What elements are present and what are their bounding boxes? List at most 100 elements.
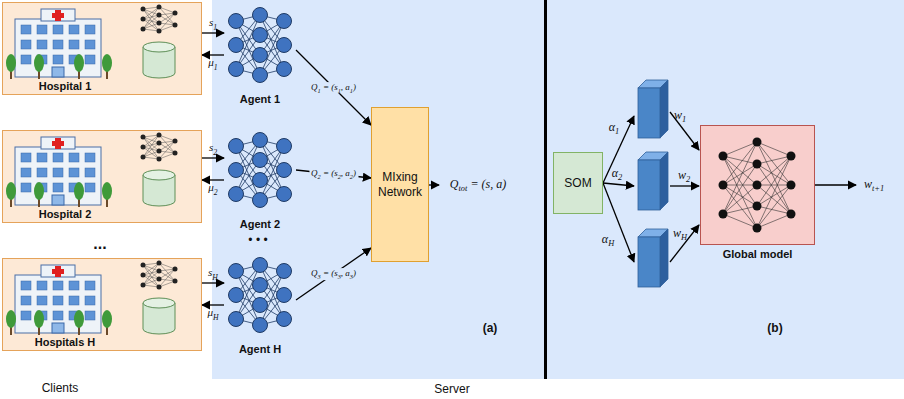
tree — [34, 182, 44, 200]
net-link — [757, 185, 791, 206]
net-unit — [277, 14, 292, 29]
window — [21, 40, 31, 49]
math-part: α — [609, 120, 615, 134]
net-unit — [141, 135, 146, 140]
alpha-arrow — [603, 183, 634, 186]
net-unit — [253, 258, 268, 273]
subscript: 2 — [618, 173, 622, 182]
net-unit — [141, 7, 146, 12]
hospital-label: Hospital 1 — [9, 80, 121, 92]
tree — [6, 310, 16, 328]
net-unit — [157, 133, 162, 138]
net-link — [723, 142, 757, 214]
database-icon — [143, 298, 175, 334]
text-label: (b) — [767, 321, 782, 335]
building — [15, 147, 101, 205]
net-unit — [173, 139, 178, 144]
subscript: H — [213, 313, 219, 322]
window — [37, 296, 47, 305]
tree — [102, 182, 112, 200]
db-top — [143, 42, 175, 52]
tree — [6, 54, 16, 72]
connector-arrow — [202, 32, 224, 33]
net-unit — [787, 181, 796, 190]
net-link — [143, 7, 159, 29]
weight-arrow — [670, 225, 699, 262]
global-model-label: Global model — [691, 248, 824, 260]
window — [69, 281, 79, 290]
math-label: α2 — [612, 166, 623, 182]
client-models — [638, 80, 668, 287]
db-top — [143, 298, 175, 308]
math-part: μ — [208, 56, 214, 68]
agent-network — [224, 130, 296, 210]
net-unit — [719, 152, 728, 161]
agent-label: Agent 1 — [224, 93, 296, 105]
net-link — [143, 137, 159, 159]
net-unit — [157, 261, 162, 266]
net-unit — [787, 152, 796, 161]
window — [53, 183, 63, 192]
text-label: (a) — [483, 321, 498, 335]
edge-label: sH — [208, 266, 218, 281]
subscript: 1 — [214, 63, 218, 72]
net-link — [143, 151, 159, 157]
divider — [544, 0, 547, 379]
alpha-arrow — [603, 116, 634, 183]
math-label: w2 — [678, 168, 690, 184]
net-link — [143, 9, 159, 31]
tree — [6, 182, 16, 200]
net-unit — [277, 163, 292, 178]
text-label: • • • — [248, 233, 267, 247]
window — [37, 40, 47, 49]
block-front — [638, 237, 660, 287]
net-unit — [157, 13, 162, 18]
net-unit — [277, 264, 292, 279]
net-link — [757, 185, 791, 214]
math-part: w — [864, 177, 872, 191]
net-link — [757, 142, 791, 214]
window — [69, 168, 79, 177]
connectors — [202, 33, 371, 305]
math-part: = (s — [321, 82, 338, 92]
math-part: μ — [207, 306, 213, 318]
edge-label: Q3 = (s3, a3) — [309, 268, 358, 280]
flow-arrows — [428, 112, 856, 262]
net-unit — [157, 21, 162, 26]
tree — [74, 182, 84, 200]
net-unit — [229, 139, 244, 154]
building — [15, 275, 101, 333]
subscript: 1 — [338, 86, 341, 93]
net-unit — [173, 267, 178, 272]
math-part: ) — [353, 168, 356, 178]
net-unit — [253, 278, 268, 293]
window — [21, 281, 31, 290]
global-network — [701, 126, 814, 244]
output-arrow — [428, 184, 439, 185]
window — [85, 168, 95, 177]
block-front — [638, 88, 660, 138]
net-unit — [719, 210, 728, 219]
math-part: Q — [311, 268, 318, 278]
window — [69, 40, 79, 49]
net-unit — [277, 187, 292, 202]
tree — [34, 54, 44, 72]
database-icon — [143, 170, 175, 206]
net-unit — [253, 48, 268, 63]
window — [53, 55, 63, 64]
edge-label: μ1 — [208, 56, 217, 71]
window — [21, 296, 31, 305]
window — [85, 153, 95, 162]
math-part: , a — [341, 82, 350, 92]
agent-network — [224, 255, 296, 335]
mixing-label: MIxing Network — [375, 170, 425, 200]
window — [69, 296, 79, 305]
net-unit — [253, 153, 268, 168]
net-unit — [277, 38, 292, 53]
subscript: 3 — [317, 273, 320, 280]
connector-arrow — [202, 282, 224, 283]
net-unit — [157, 5, 162, 10]
net-unit — [229, 264, 244, 279]
connector-arrow — [296, 50, 371, 125]
math-part: Q — [450, 177, 459, 191]
